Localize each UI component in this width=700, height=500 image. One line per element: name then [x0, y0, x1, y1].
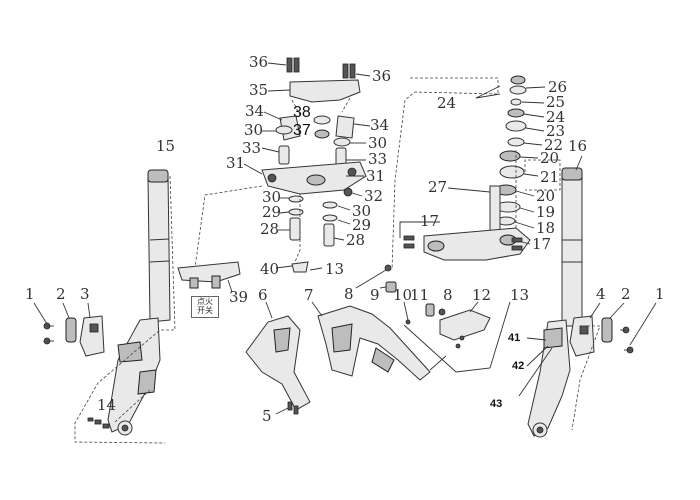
ignition-switch-label: 点火开关 [191, 296, 219, 318]
clip-11 [425, 303, 435, 317]
callout-5: 5 [262, 407, 272, 425]
callout-1-left: 1 [25, 285, 35, 303]
handlebar-clamp-35 [289, 79, 361, 103]
left-bolts-1 [43, 322, 54, 345]
front-fender-6 [245, 315, 311, 411]
callout-12: 12 [472, 286, 492, 304]
callout-42: 42 [512, 360, 525, 372]
callout-34-left: 34 [245, 102, 265, 120]
top-clamp-32 [261, 161, 367, 195]
callout-33-right: 33 [368, 150, 388, 168]
callout-7: 7 [304, 286, 314, 304]
left-pad-2 [65, 317, 77, 343]
callout-21: 21 [540, 168, 560, 186]
right-caliper-4 [569, 315, 595, 357]
callout-36-right: 36 [372, 67, 392, 85]
callout-28-right: 28 [346, 231, 366, 249]
cover-12 [439, 309, 491, 349]
callout-26: 26 [548, 78, 568, 96]
callout-20-lower: 20 [536, 187, 556, 205]
callout-30-lower-right: 30 [352, 202, 372, 220]
bottom-clamp [423, 227, 531, 261]
callout-31-right: 32 [364, 187, 384, 205]
callout-8-right: 8 [443, 286, 453, 304]
callout-23: 23 [546, 122, 566, 140]
nut-31 [343, 187, 353, 197]
callout-24-left: 24 [437, 94, 457, 112]
pin-10 [405, 319, 411, 325]
callout-13-left: 13 [325, 260, 345, 278]
callout-22: 22 [544, 136, 564, 154]
bushings-33 [278, 145, 347, 167]
callout-24-right: 24 [546, 108, 566, 126]
callout-25: 25 [546, 93, 566, 111]
callout-2-right: 2 [621, 285, 631, 303]
clip-8b [438, 308, 446, 316]
callout-9: 9 [370, 286, 380, 304]
callout-19: 19 [536, 203, 556, 221]
callout-17-right: 17 [532, 235, 552, 253]
callout-4: 4 [596, 285, 606, 303]
right-bolts-1 [620, 326, 634, 354]
front-fender-7 [317, 305, 431, 381]
callout-43: 43 [490, 398, 503, 410]
right-fork-tube [527, 167, 583, 438]
callout-17-left: 17 [420, 212, 440, 230]
callout-20-upper: 20 [540, 149, 560, 167]
callout-27: 27 [428, 178, 448, 196]
washers-30-29-lower [288, 195, 338, 222]
bolts-28 [289, 217, 335, 247]
callout-11: 11 [410, 286, 430, 304]
bracket-40 [291, 261, 309, 273]
callout-30-left: 30 [244, 121, 264, 139]
callout-8-left: 8 [344, 285, 354, 303]
right-pad-2 [601, 317, 613, 343]
fender-bolts-5 [287, 401, 299, 415]
left-caliper-3 [79, 315, 105, 357]
callout-28-left: 28 [260, 220, 280, 238]
ignition-switch-39 [177, 261, 241, 289]
callout-1-right: 1 [655, 285, 665, 303]
callout-30-lower-left: 30 [262, 188, 282, 206]
callout-16: 16 [568, 137, 588, 155]
callout-30-right: 30 [368, 134, 388, 152]
callout-38: 38 [293, 104, 311, 121]
clip-8a [384, 264, 392, 272]
callout-35: 35 [249, 81, 269, 99]
callout-34-right: 34 [370, 116, 390, 134]
left-fork-tube [107, 169, 171, 436]
bolts-17 [403, 235, 523, 251]
callout-3: 3 [80, 285, 90, 303]
callout-10: 10 [393, 286, 413, 304]
callout-29-right: 29 [352, 216, 372, 234]
callout-39: 39 [229, 288, 249, 306]
callout-18: 18 [536, 219, 556, 237]
callout-41: 41 [508, 332, 521, 344]
axle-bolts-14 [87, 417, 110, 429]
callout-2-left: 2 [56, 285, 66, 303]
steering-stack [495, 75, 527, 226]
callout-40: 40 [260, 260, 280, 278]
callout-6: 6 [258, 286, 268, 304]
washers-38-37 [313, 115, 331, 139]
callout-15: 15 [156, 137, 176, 155]
callout-31-left: 31 [226, 154, 246, 172]
callout-37: 37 [293, 122, 311, 139]
spacers-30-upper [275, 125, 351, 147]
callout-14: 14 [97, 396, 117, 414]
top-bolts-36 [286, 57, 356, 79]
left-fork-boundary [74, 175, 176, 444]
callout-29-left: 29 [262, 203, 282, 221]
callout-36-left: 36 [249, 53, 269, 71]
callout-13-right: 13 [510, 286, 530, 304]
callout-33-left: 33 [242, 139, 262, 157]
callout-32: 31 [366, 167, 386, 185]
